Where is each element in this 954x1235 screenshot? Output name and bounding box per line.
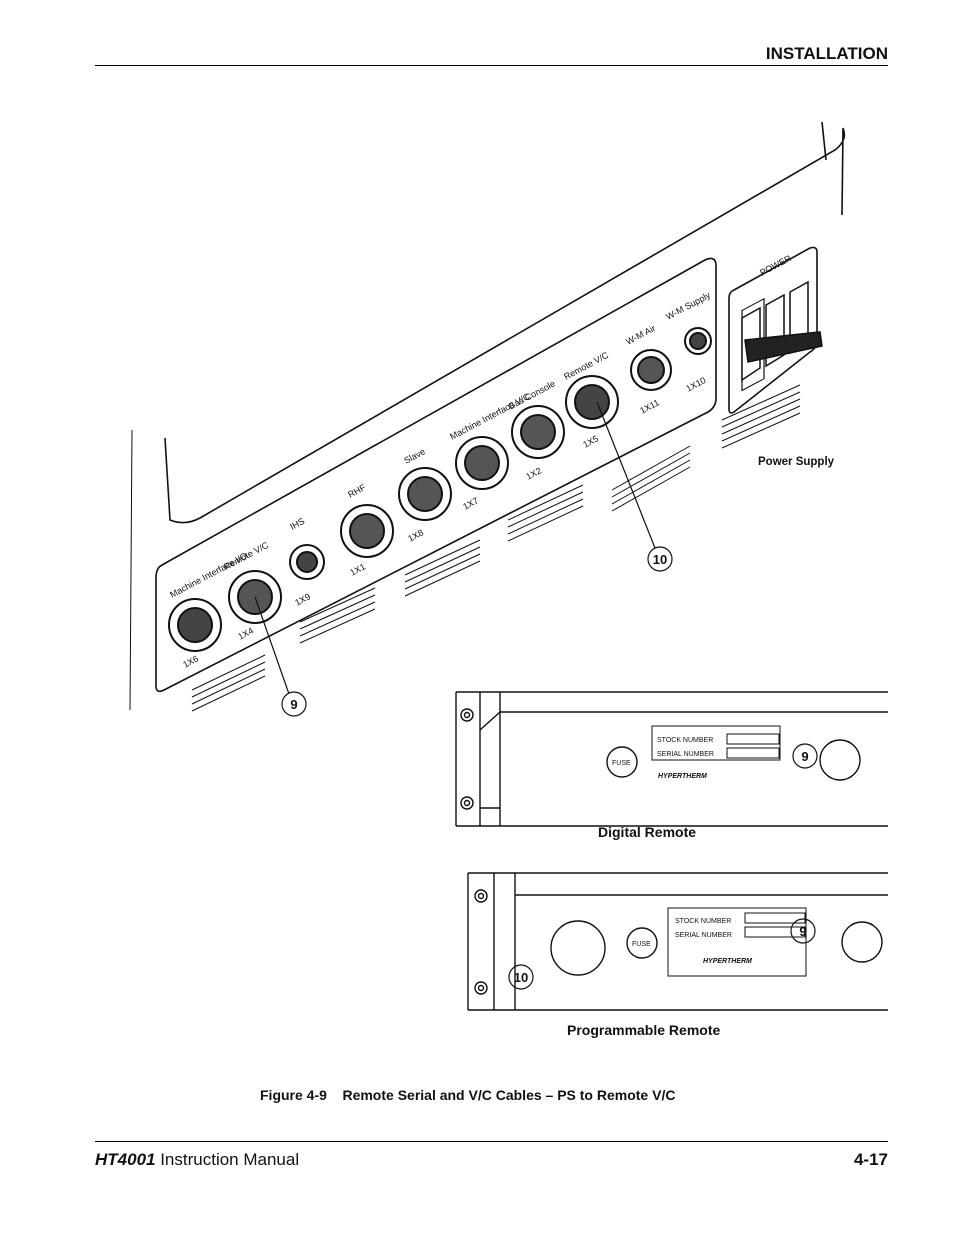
svg-text:1X4: 1X4: [236, 625, 255, 641]
svg-text:1X10: 1X10: [684, 375, 707, 394]
svg-text:W-M Supply: W-M Supply: [664, 290, 712, 322]
footer-rule: [95, 1141, 888, 1142]
svg-text:IHS: IHS: [288, 516, 306, 532]
footer-model: HT4001: [95, 1150, 156, 1169]
leader-lines: [254, 401, 656, 695]
programmable-remote-label: Programmable Remote: [567, 1022, 721, 1038]
digital-remote-text: STOCK NUMBER SERIAL NUMBER FUSE HYPERTHE…: [612, 737, 714, 780]
svg-text:HYPERTHERM: HYPERTHERM: [703, 958, 752, 965]
svg-text:HYPERTHERM: HYPERTHERM: [658, 773, 707, 780]
svg-text:SERIAL NUMBER: SERIAL NUMBER: [657, 751, 714, 758]
footer-manual-title: HT4001 Instruction Manual: [95, 1150, 299, 1170]
digital-remote-label: Digital Remote: [598, 824, 697, 840]
svg-text:1X1: 1X1: [348, 561, 367, 577]
svg-text:1X5: 1X5: [581, 433, 600, 449]
callout-numbers: 9 10 9 9 10: [290, 552, 808, 985]
svg-text:1X9: 1X9: [293, 591, 312, 607]
page-number: 4-17: [853, 1150, 888, 1169]
svg-text:9: 9: [290, 697, 297, 712]
callout-circles: [281, 546, 818, 990]
svg-text:10: 10: [514, 970, 528, 985]
svg-text:FUSE: FUSE: [632, 941, 651, 948]
svg-text:SERIAL NUMBER: SERIAL NUMBER: [675, 932, 732, 939]
power-switch-panel: [728, 246, 818, 414]
svg-text:Slave: Slave: [402, 446, 427, 465]
rear-connector-panel: [155, 257, 717, 693]
footer-manual: Instruction Manual: [155, 1150, 300, 1169]
svg-text:9: 9: [799, 924, 806, 939]
programmable-remote-panel: [467, 872, 888, 1011]
header-rule: [95, 65, 888, 66]
housing-outline: [164, 127, 846, 524]
svg-text:1X11: 1X11: [638, 397, 661, 415]
digital-remote-panel: [455, 691, 888, 827]
svg-text:9: 9: [801, 749, 808, 764]
svg-text:FUSE: FUSE: [612, 760, 631, 767]
power-supply-label: Power Supply: [758, 456, 835, 468]
svg-text:1X8: 1X8: [406, 527, 425, 543]
svg-text:STOCK NUMBER: STOCK NUMBER: [657, 737, 713, 744]
svg-text:10: 10: [653, 552, 667, 567]
figure-caption: Figure 4-9 Remote Serial and V/C Cables …: [260, 1087, 676, 1103]
section-header: INSTALLATION: [765, 44, 888, 63]
programmable-remote-text: STOCK NUMBER SERIAL NUMBER FUSE HYPERTHE…: [632, 918, 752, 965]
svg-text:STOCK NUMBER: STOCK NUMBER: [675, 918, 731, 925]
svg-text:1X6: 1X6: [181, 653, 200, 669]
svg-text:1X2: 1X2: [524, 465, 543, 481]
vent-louvers: [191, 384, 801, 712]
svg-text:Remote V/C: Remote V/C: [222, 540, 270, 572]
svg-text:W-M Air: W-M Air: [624, 323, 657, 347]
breaker-switches: [741, 280, 823, 382]
svg-text:RHF: RHF: [346, 482, 367, 500]
svg-text:1X7: 1X7: [461, 495, 480, 511]
svg-text:POWER: POWER: [758, 253, 793, 278]
